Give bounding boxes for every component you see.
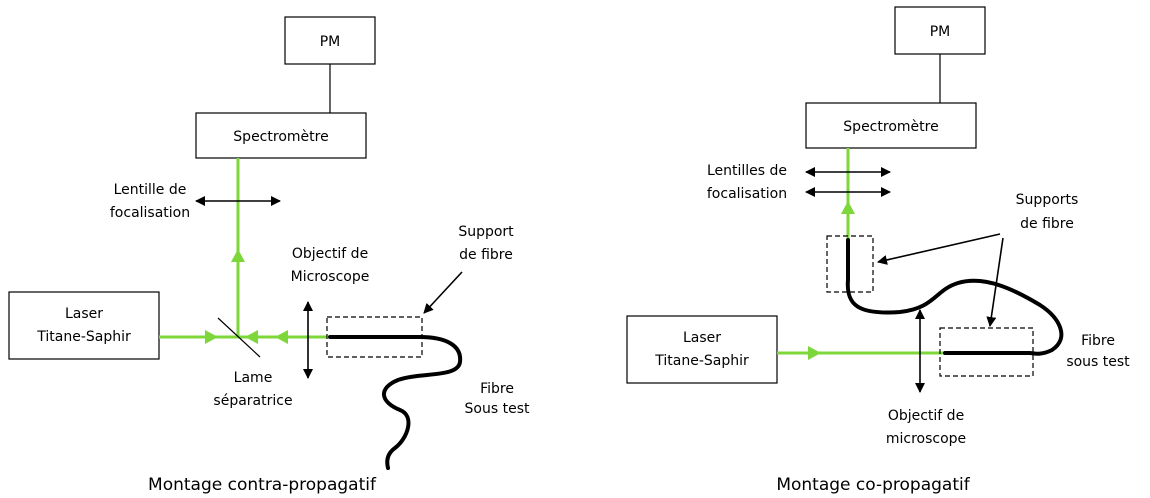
- left-setup: PM Spectromètre Lentille de focalisation…: [8, 16, 530, 495]
- left-pm-label: PM: [320, 34, 341, 50]
- left-fiber-label-2: Sous test: [465, 401, 530, 417]
- left-objective-label-2: Microscope: [291, 269, 370, 285]
- left-beam-arrow-back-1: [245, 330, 258, 344]
- left-fiber-label-1: Fibre: [480, 381, 514, 397]
- left-beam-arrow-back-2: [275, 330, 288, 344]
- left-spectrometer-box: Spectromètre: [195, 112, 367, 159]
- right-supports-arrow-2: [986, 237, 1004, 327]
- left-vertical-beam-arrow: [231, 249, 245, 262]
- right-pm-box: PM: [894, 6, 986, 55]
- right-spectrometer-label: Spectromètre: [843, 119, 938, 135]
- right-beam-arrow-in: [808, 346, 821, 360]
- left-objective-label-1: Objectif de: [292, 246, 368, 262]
- left-laser-box: Laser Titane-Saphir: [8, 291, 160, 360]
- right-objective-label-1: Objectif de: [888, 408, 964, 424]
- left-lens-label-1: Lentille de: [114, 182, 187, 198]
- right-laser-box: Laser Titane-Saphir: [626, 315, 778, 384]
- right-laser-label-2: Titane-Saphir: [654, 353, 749, 369]
- right-supports-label-1: Supports: [1016, 192, 1079, 208]
- left-laser-label-1: Laser: [65, 306, 103, 322]
- right-laser-label-1: Laser: [683, 330, 721, 346]
- right-lens-label-2: focalisation: [707, 186, 787, 202]
- right-supports-arrow-1: [877, 233, 1001, 265]
- left-fiber-under-test: [328, 335, 463, 470]
- left-spectrometer-label: Spectromètre: [233, 129, 328, 145]
- right-fiber-label-1: Fibre: [1081, 333, 1115, 349]
- left-beam-splitter: [217, 317, 261, 358]
- left-support-label-1: Support: [458, 224, 514, 240]
- left-support-arrow: [423, 271, 463, 314]
- right-spectrometer-box: Spectromètre: [805, 102, 977, 149]
- left-laser-label-2: Titane-Saphir: [36, 329, 131, 345]
- right-vertical-beam-arrow: [841, 201, 855, 214]
- left-pm-box: PM: [284, 16, 376, 65]
- right-lens-label-1: Lentilles de: [707, 163, 787, 179]
- right-fiber-under-test: [845, 238, 1064, 356]
- left-beam-arrow-in: [205, 330, 218, 344]
- left-caption: Montage contra-propagatif: [148, 475, 377, 495]
- right-caption: Montage co-propagatif: [776, 475, 970, 495]
- left-lens-label-2: focalisation: [110, 205, 190, 221]
- right-pm-label: PM: [930, 24, 951, 40]
- right-setup: PM Spectromètre Lentilles de focalisatio…: [626, 6, 1130, 495]
- right-fiber-label-2: sous test: [1066, 354, 1130, 370]
- left-support-label-2: de fibre: [459, 247, 513, 263]
- left-splitter-label-2: séparatrice: [213, 393, 292, 409]
- left-splitter-label-1: Lame: [234, 370, 273, 386]
- right-objective-label-2: microscope: [886, 431, 966, 447]
- right-supports-label-2: de fibre: [1020, 216, 1074, 232]
